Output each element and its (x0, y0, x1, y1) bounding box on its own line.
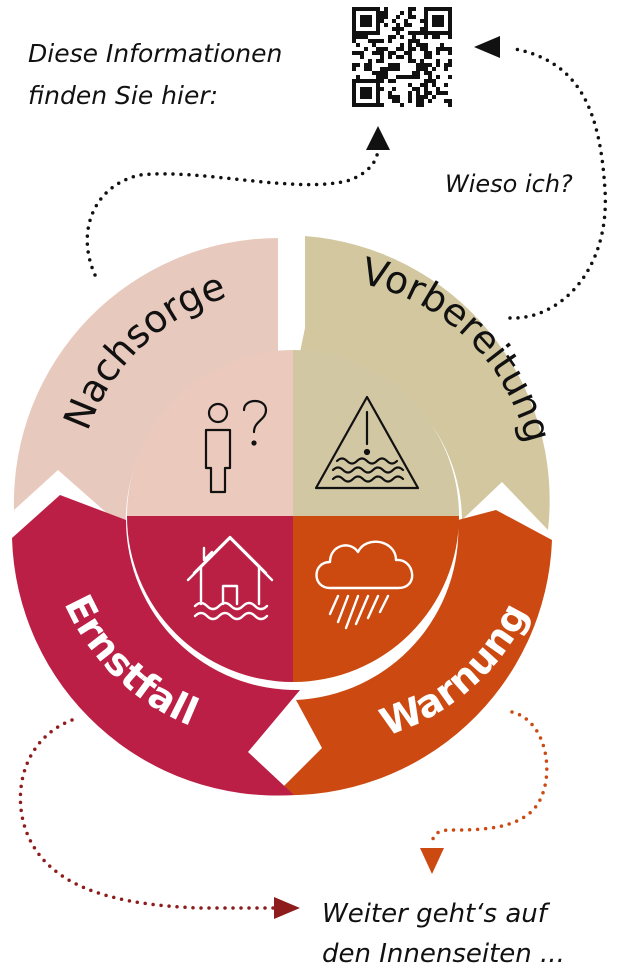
arrowhead (366, 126, 390, 150)
heavy-rain-cloud-icon (315, 540, 414, 630)
flood-warning-icon (314, 395, 420, 490)
arrow-to-qr-right (474, 36, 608, 320)
arrow-to-qr-left (85, 126, 390, 277)
arrowhead (474, 36, 500, 58)
qr-code[interactable] (352, 7, 452, 107)
why-me-note: Wieso ich? (445, 170, 573, 198)
flooded-house-icon (186, 535, 274, 621)
ring-segment-vorbereitung (300, 236, 550, 530)
inner-circle (127, 350, 459, 682)
arrow-ernstfall-to-inside (18, 718, 300, 919)
ring-segment-nachsorge (13, 238, 278, 530)
arrowhead (420, 848, 444, 874)
arrow-warnung-to-inside (420, 710, 549, 874)
arrowhead (274, 897, 300, 919)
ring-segment-ernstfall (12, 495, 300, 796)
continue-note-line2: den Innenseiten ... (322, 939, 565, 969)
continue-note-line1: Weiter geht‘s auf (322, 899, 551, 929)
person-question-icon (204, 399, 268, 494)
info-text-line1: Diese Informationen (28, 39, 282, 68)
info-text-line2: finden Sie hier: (28, 81, 218, 110)
ring-segment-warnung (275, 510, 552, 796)
